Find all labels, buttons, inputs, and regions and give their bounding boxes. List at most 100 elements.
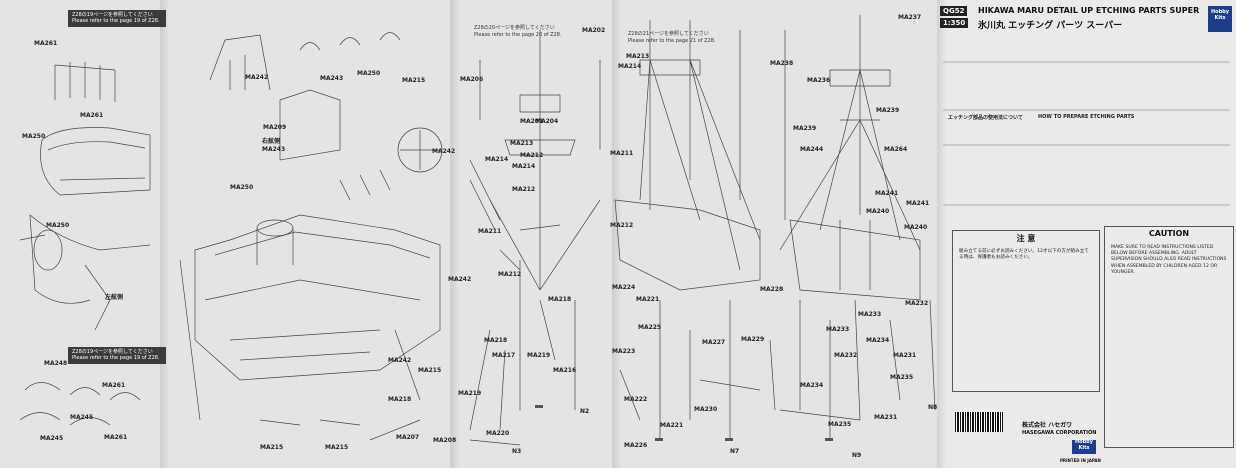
part-label: MA230 <box>694 406 718 413</box>
part-label: MA261 <box>102 382 126 389</box>
part-label: MA250 <box>357 70 381 77</box>
n2-label: N2 <box>580 408 590 415</box>
part-label: MA248 <box>44 360 68 367</box>
part-label: MA234 <box>866 337 890 344</box>
panel-2 <box>160 0 451 468</box>
part-label: MA221 <box>660 422 684 429</box>
part-label: MA201 <box>520 118 544 125</box>
part-label: MA240 <box>904 224 928 231</box>
part-label: MA242 <box>388 357 412 364</box>
part-label: MA231 <box>874 414 898 421</box>
part-label: MA218 <box>548 296 572 303</box>
caution-box-jp: 注 意 組み立てる前に必ずお読みください。12才以下の方が組み立てる時は、保護者… <box>952 230 1100 392</box>
part-label: MA211 <box>478 228 502 235</box>
part-label: MA261 <box>104 434 128 441</box>
part-label: MA218 <box>484 337 508 344</box>
part-label: MA264 <box>884 146 908 153</box>
n9-label: N9 <box>852 452 862 459</box>
part-label: MA234 <box>800 382 824 389</box>
part-label: MA239 <box>876 107 900 114</box>
part-label: MA202 <box>582 27 606 34</box>
part-label: MA235 <box>828 421 852 428</box>
part-label: MA229 <box>741 336 765 343</box>
part-label: MA242 <box>245 74 269 81</box>
part-label: MA241 <box>906 200 930 207</box>
part-label: MA215 <box>418 367 442 374</box>
hasegawa-logo-bottom: Hobby Kits <box>1072 439 1096 454</box>
part-label: MA204 <box>535 118 559 125</box>
brand-jp: 株式会社 ハセガワ <box>1022 422 1073 429</box>
part-label: MA232 <box>834 352 858 359</box>
part-label: MA222 <box>624 396 648 403</box>
part-label: MA219 <box>458 390 482 397</box>
part-label: MA233 <box>826 326 850 333</box>
prep-section-en: HOW TO PREPARE ETCHING PARTS <box>1038 114 1135 120</box>
printed-in: PRINTED IN JAPAN <box>1060 458 1101 463</box>
product-code: QG52 <box>940 6 968 16</box>
part-label: MA225 <box>638 324 662 331</box>
part-label: MA233 <box>858 311 882 318</box>
part-label: MA250 <box>22 133 46 140</box>
part-label: MA241 <box>875 190 899 197</box>
brand-en: HASEGAWA CORPORATION <box>1022 430 1097 436</box>
part-label: MA214 <box>618 63 642 70</box>
part-label: MA215 <box>260 444 284 451</box>
part-label: MA213 <box>510 140 534 147</box>
part-label: MA223 <box>612 348 636 355</box>
part-label: MA217 <box>492 352 516 359</box>
part-label: MA235 <box>890 374 914 381</box>
refer-note-19-b: Z28の19ページを参照してください Please refer to the p… <box>68 347 166 364</box>
part-label: MA212 <box>498 271 522 278</box>
part-label: MA212 <box>512 186 536 193</box>
part-label: MA226 <box>624 442 648 449</box>
refer-note-20: Z28の20ページを参照してください Please refer to the p… <box>474 25 562 38</box>
part-label: MA261 <box>80 112 104 119</box>
part-label: MA242 <box>448 276 472 283</box>
part-label: MA206 <box>460 76 484 83</box>
part-label: MA239 <box>793 125 817 132</box>
part-label: MA216 <box>553 367 577 374</box>
part-label: MA215 <box>325 444 349 451</box>
panel-4 <box>612 0 938 468</box>
part-label: MA237 <box>898 14 922 21</box>
part-label: MA231 <box>893 352 917 359</box>
part-label: MA244 <box>800 146 824 153</box>
prep-section-jp: エッチング部品の使用法について <box>948 115 1023 121</box>
product-title-jp: 氷川丸 エッチング パーツ スーパー <box>978 21 1123 31</box>
part-label: MA212 <box>520 152 544 159</box>
part-label: MA245 <box>70 414 94 421</box>
part-label: MA240 <box>866 208 890 215</box>
part-label: MA227 <box>702 339 726 346</box>
part-label: MA236 <box>807 77 831 84</box>
part-label: MA213 <box>626 53 650 60</box>
product-title-en: HIKAWA MARU DETAIL UP ETCHING PARTS SUPE… <box>978 6 1200 15</box>
part-label: MA224 <box>612 284 636 291</box>
part-label: MA208 <box>433 437 457 444</box>
part-label: MA261 <box>34 40 58 47</box>
part-label: MA238 <box>770 60 794 67</box>
part-label: MA250 <box>230 184 254 191</box>
caution-box-en: CAUTION MAKE SURE TO READ INSTRUCTIONS L… <box>1104 226 1234 448</box>
part-label: MA242 <box>432 148 456 155</box>
part-label: MA245 <box>40 435 64 442</box>
part-label: MA228 <box>760 286 784 293</box>
n8-label: N8 <box>928 404 938 411</box>
part-label: MA219 <box>527 352 551 359</box>
starboard-label: 右舷側 <box>262 138 281 145</box>
n7-label: N7 <box>730 448 740 455</box>
part-label: MA214 <box>485 156 509 163</box>
portside-label: 左舷側 <box>105 294 124 301</box>
part-label: MA221 <box>636 296 660 303</box>
part-label: MA232 <box>905 300 929 307</box>
hasegawa-logo: Hobby Kits <box>1208 6 1232 32</box>
part-label: MA211 <box>610 150 634 157</box>
part-label: MA243 <box>320 75 344 82</box>
n3-label: N3 <box>512 448 522 455</box>
part-label: MA212 <box>610 222 634 229</box>
barcode <box>955 412 1003 432</box>
part-label: MA218 <box>388 396 412 403</box>
part-label: MA220 <box>486 430 510 437</box>
part-label: MA207 <box>396 434 420 441</box>
